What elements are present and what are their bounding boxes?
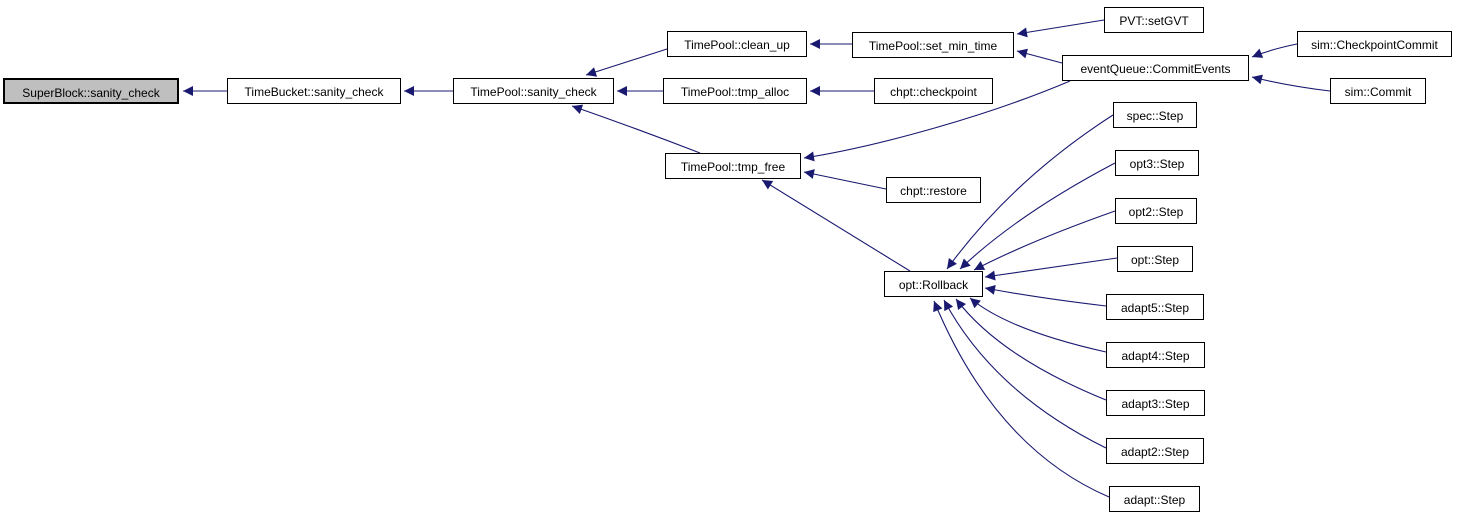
node-label: spec::Step: [1126, 108, 1184, 123]
node-label: TimePool::tmp_free: [680, 159, 786, 174]
edge-timepool-tmp-free--timepool-sanity-check: [571, 104, 701, 154]
node-adapt2-step[interactable]: adapt2::Step: [1106, 438, 1204, 464]
node-opt3-step[interactable]: opt3::Step: [1115, 150, 1199, 176]
node-chpt-restore[interactable]: chpt::restore: [886, 177, 981, 203]
edge-opt-step--opt-rollback: [984, 257, 1118, 281]
node-timepool-set-min-time[interactable]: TimePool::set_min_time: [852, 32, 1014, 58]
edge-timepool-clean-up--timepool-sanity-check: [585, 48, 668, 77]
node-label: TimeBucket::sanity_check: [244, 84, 384, 99]
node-adapt4-step[interactable]: adapt4::Step: [1106, 342, 1205, 368]
edge-adapt3-step--opt-rollback: [955, 298, 1107, 401]
node-label: opt3::Step: [1129, 156, 1185, 171]
node-adapt5-step[interactable]: adapt5::Step: [1106, 294, 1204, 320]
node-timepool-tmp-free[interactable]: TimePool::tmp_free: [665, 153, 801, 179]
edge-pvt-setgvt--timepool-set-min-time: [1016, 19, 1105, 38]
node-sim-commit[interactable]: sim::Commit: [1330, 78, 1426, 104]
node-label: adapt4::Step: [1121, 348, 1190, 363]
node-sim-checkpointcommit[interactable]: sim::CheckpointCommit: [1297, 31, 1452, 57]
node-timebucket-sanity-check[interactable]: TimeBucket::sanity_check: [227, 78, 401, 104]
node-timepool-tmp-alloc[interactable]: TimePool::tmp_alloc: [663, 78, 807, 104]
edge-opt-rollback--timepool-tmp-free: [761, 179, 911, 272]
node-superblock-sanity-check: SuperBlock::sanity_check: [3, 78, 179, 104]
node-spec-step[interactable]: spec::Step: [1113, 102, 1197, 128]
node-label: TimePool::clean_up: [684, 37, 790, 52]
edge-opt3-step--opt-rollback: [959, 162, 1116, 270]
node-label: chpt::restore: [900, 183, 967, 198]
node-timepool-clean-up[interactable]: TimePool::clean_up: [667, 31, 807, 57]
edge-sim-checkpointcommit--eventqueue-commitevents: [1251, 43, 1298, 58]
node-chpt-checkpoint[interactable]: chpt::checkpoint: [874, 78, 993, 104]
node-label: opt::Step: [1130, 252, 1180, 267]
node-adapt3-step[interactable]: adapt3::Step: [1106, 390, 1205, 416]
node-eventqueue-commitevents[interactable]: eventQueue::CommitEvents: [1062, 55, 1249, 81]
edge-adapt2-step--opt-rollback: [943, 299, 1107, 449]
edge-eventqueue-commitevents--timepool-tmp-free: [803, 80, 1071, 162]
edge-spec-step--opt-rollback: [946, 114, 1114, 270]
node-label: adapt::Step: [1123, 492, 1186, 507]
edge-chpt-restore--timepool-tmp-free: [803, 169, 887, 190]
edge-adapt4-step--opt-rollback: [969, 297, 1107, 353]
edge-sim-commit--eventqueue-commitevents: [1251, 74, 1331, 92]
node-label: adapt2::Step: [1120, 444, 1190, 459]
node-label: SuperBlock::sanity_check: [22, 85, 160, 100]
node-opt2-step[interactable]: opt2::Step: [1115, 198, 1197, 224]
node-label: sim::CheckpointCommit: [1311, 37, 1438, 52]
node-label: TimePool::set_min_time: [868, 38, 998, 53]
node-opt-step[interactable]: opt::Step: [1117, 246, 1193, 272]
node-timepool-sanity-check[interactable]: TimePool::sanity_check: [453, 78, 614, 104]
node-label: chpt::checkpoint: [890, 84, 977, 99]
edge-eventqueue-commitevents--timepool-set-min-time: [1016, 48, 1063, 64]
node-label: opt2::Step: [1128, 204, 1184, 219]
node-label: adapt5::Step: [1120, 300, 1190, 315]
node-label: eventQueue::CommitEvents: [1080, 61, 1231, 76]
edge-opt2-step--opt-rollback: [973, 210, 1116, 271]
edge-adapt5-step--opt-rollback: [984, 284, 1107, 307]
node-pvt-setgvt[interactable]: PVT::setGVT: [1104, 7, 1204, 33]
node-adapt-step[interactable]: adapt::Step: [1109, 486, 1200, 512]
node-label: adapt3::Step: [1121, 396, 1190, 411]
edge-adapt-step--opt-rollback: [933, 300, 1110, 498]
node-opt-rollback[interactable]: opt::Rollback: [884, 271, 983, 297]
node-label: TimePool::sanity_check: [470, 84, 597, 99]
node-label: PVT::setGVT: [1119, 13, 1189, 28]
node-label: TimePool::tmp_alloc: [680, 84, 790, 99]
node-label: opt::Rollback: [898, 277, 969, 292]
node-label: sim::Commit: [1344, 84, 1412, 99]
